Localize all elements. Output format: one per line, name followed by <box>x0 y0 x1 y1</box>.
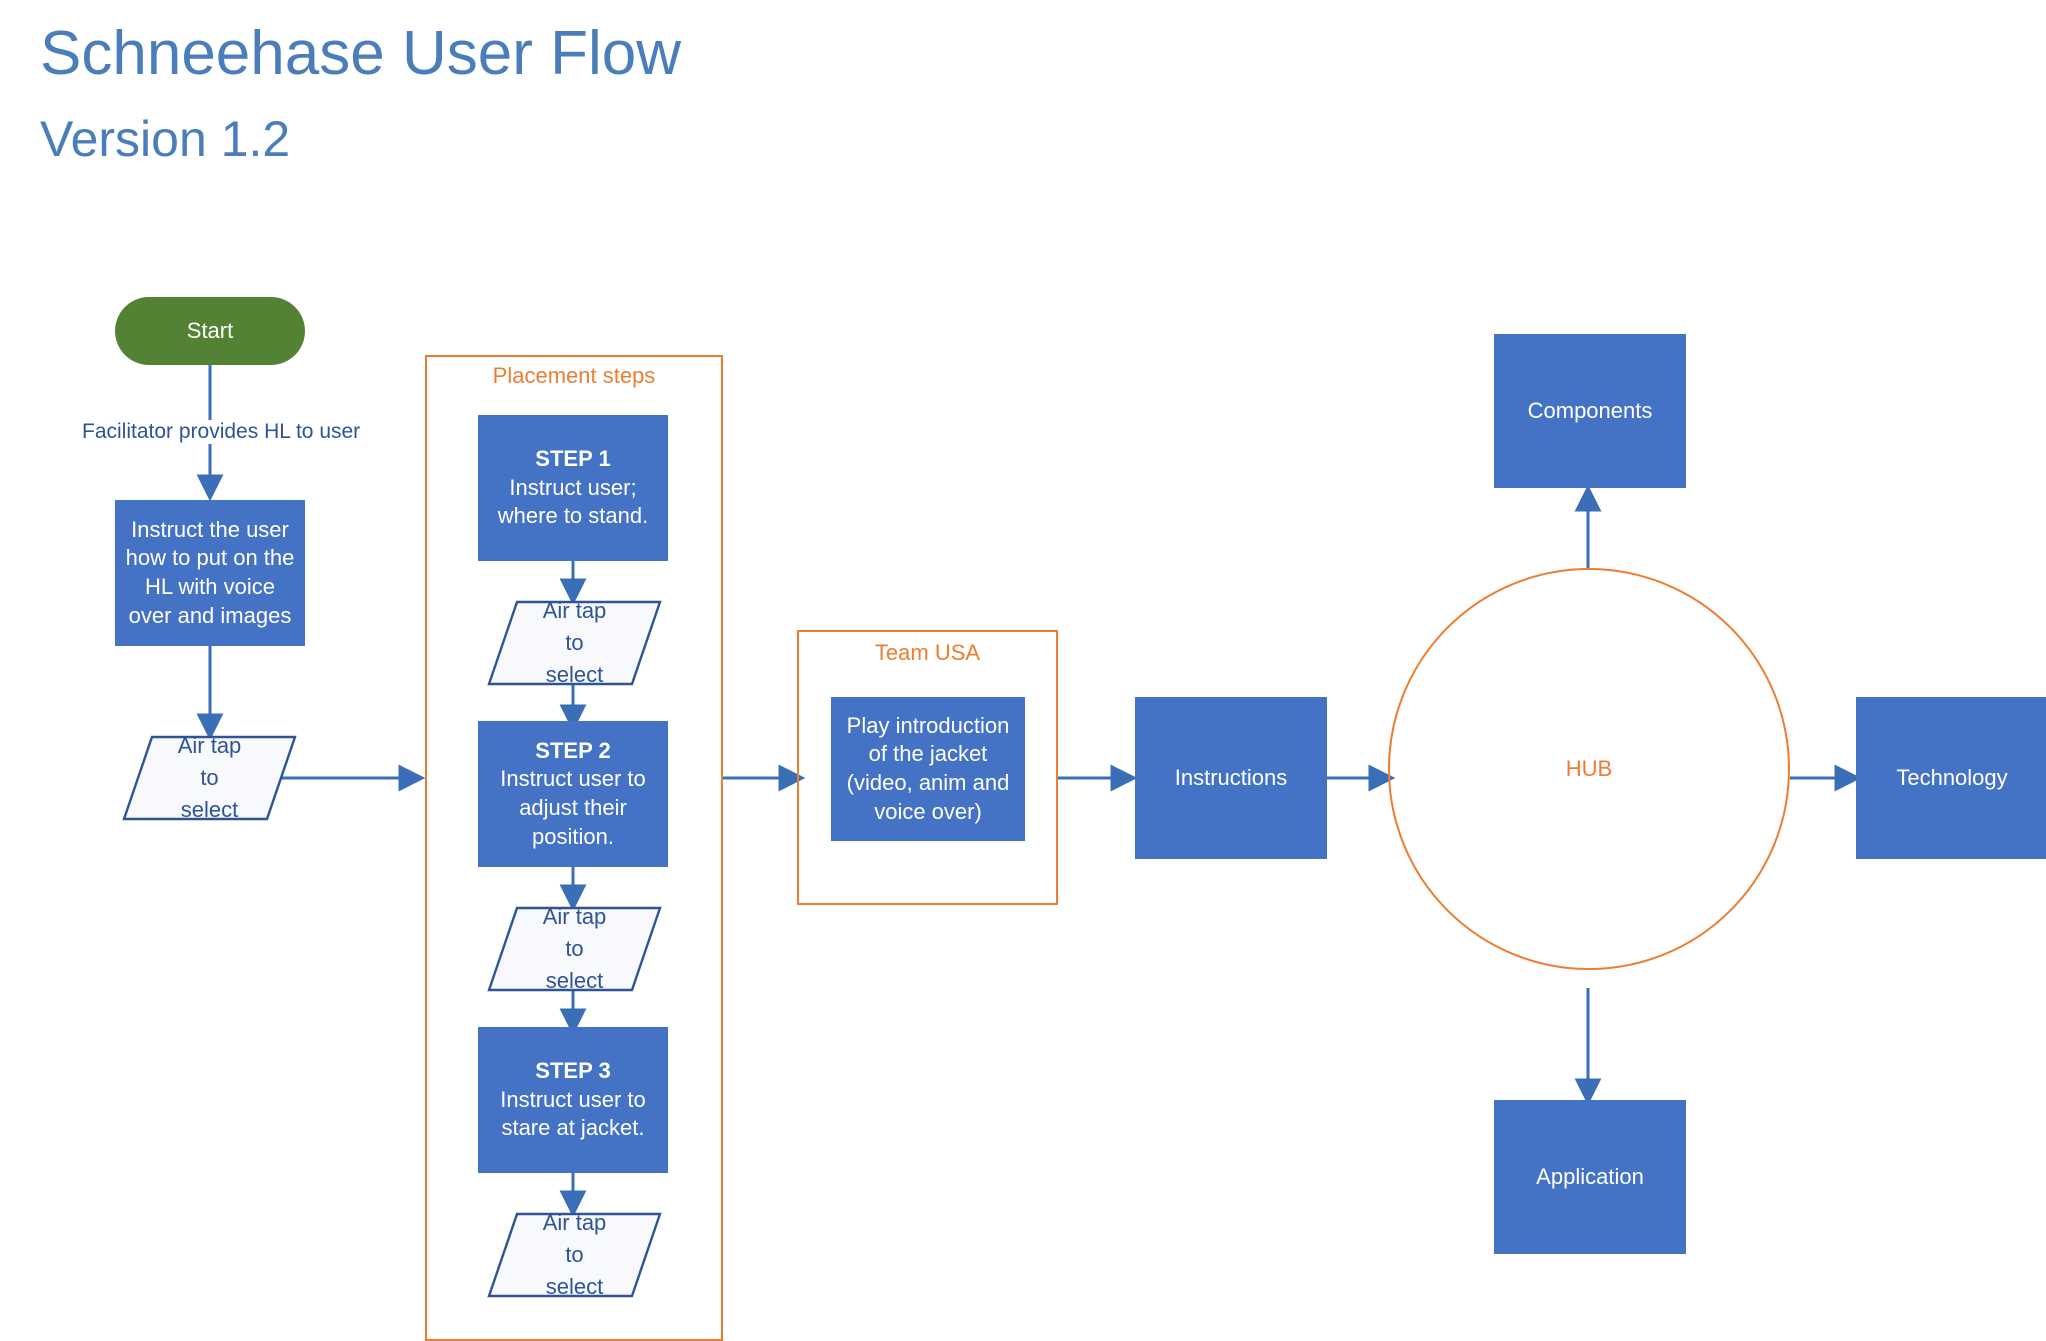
page-subtitle: Version 1.2 <box>40 111 291 167</box>
node-air-tap-2-label: Air tap to select <box>543 595 607 691</box>
node-application[interactable]: Application <box>1494 1100 1686 1254</box>
node-instruct-hl[interactable]: Instruct the user how to put on the HL w… <box>115 500 305 646</box>
node-step-2[interactable]: STEP 2 Instruct user to adjust their pos… <box>478 721 668 867</box>
node-air-tap-2[interactable]: Air tap to select <box>487 598 662 687</box>
parallelogram-shape <box>487 906 662 992</box>
air-tap-line-1: Air tap <box>542 1210 607 1236</box>
node-technology-label: Technology <box>1896 764 2008 790</box>
node-step-1-label: Instruct user; where to stand. <box>497 474 649 529</box>
node-step-3[interactable]: STEP 3 Instruct user to stare at jacket. <box>478 1027 668 1173</box>
node-step-2-title: STEP 2 <box>535 737 611 763</box>
node-application-label: Application <box>1536 1163 1644 1189</box>
air-tap-line-2: to <box>565 1242 584 1268</box>
air-tap-line-1: Air tap <box>542 598 607 624</box>
edge-label-facilitator: Facilitator provides HL to user <box>80 420 363 444</box>
node-start-label: Start <box>186 317 234 343</box>
node-instructions[interactable]: Instructions <box>1135 697 1327 859</box>
node-step-1-title: STEP 1 <box>535 446 611 472</box>
group-placement-steps-label: Placement steps <box>492 363 656 388</box>
air-tap-line-3: select <box>545 661 604 687</box>
node-hub-label: HUB <box>1565 756 1613 781</box>
air-tap-line-3: select <box>180 796 239 822</box>
node-components-label: Components <box>1527 397 1653 423</box>
group-team-usa-label: Team USA <box>874 640 981 665</box>
air-tap-line-3: select <box>545 967 604 993</box>
group-team-usa <box>797 630 1058 905</box>
node-air-tap-3-label: Air tap to select <box>543 901 607 997</box>
node-components[interactable]: Components <box>1494 334 1686 488</box>
node-air-tap-3[interactable]: Air tap to select <box>487 904 662 993</box>
air-tap-line-2: to <box>565 936 584 962</box>
node-air-tap-1-label: Air tap to select <box>178 730 242 826</box>
node-air-tap-4-label: Air tap to select <box>543 1207 607 1303</box>
node-step-2-label: Instruct user to adjust their position. <box>500 766 646 849</box>
node-step-3-title: STEP 3 <box>535 1058 611 1084</box>
node-air-tap-4[interactable]: Air tap to select <box>487 1210 662 1299</box>
node-play-intro-label: Play introduction of the jacket (video, … <box>846 712 1010 824</box>
node-step-3-label: Instruct user to stare at jacket. <box>500 1086 646 1141</box>
node-step-1[interactable]: STEP 1 Instruct user; where to stand. <box>478 415 668 561</box>
node-hub[interactable]: HUB <box>1388 568 1790 970</box>
node-play-intro[interactable]: Play introduction of the jacket (video, … <box>831 697 1025 841</box>
air-tap-line-1: Air tap <box>177 733 242 759</box>
air-tap-line-3: select <box>545 1273 604 1299</box>
node-instructions-label: Instructions <box>1174 764 1288 790</box>
page-title: Schneehase User Flow <box>40 19 681 88</box>
air-tap-line-1: Air tap <box>542 904 607 930</box>
node-start[interactable]: Start <box>115 297 305 365</box>
parallelogram-shape <box>122 735 297 821</box>
node-air-tap-1[interactable]: Air tap to select <box>122 733 297 822</box>
node-instruct-hl-label: Instruct the user how to put on the HL w… <box>125 516 295 628</box>
air-tap-line-2: to <box>200 765 219 791</box>
parallelogram-shape <box>487 600 662 686</box>
air-tap-line-2: to <box>565 630 584 656</box>
node-technology[interactable]: Technology <box>1856 697 2046 859</box>
group-placement-steps <box>425 355 723 1341</box>
parallelogram-shape <box>487 1212 662 1298</box>
